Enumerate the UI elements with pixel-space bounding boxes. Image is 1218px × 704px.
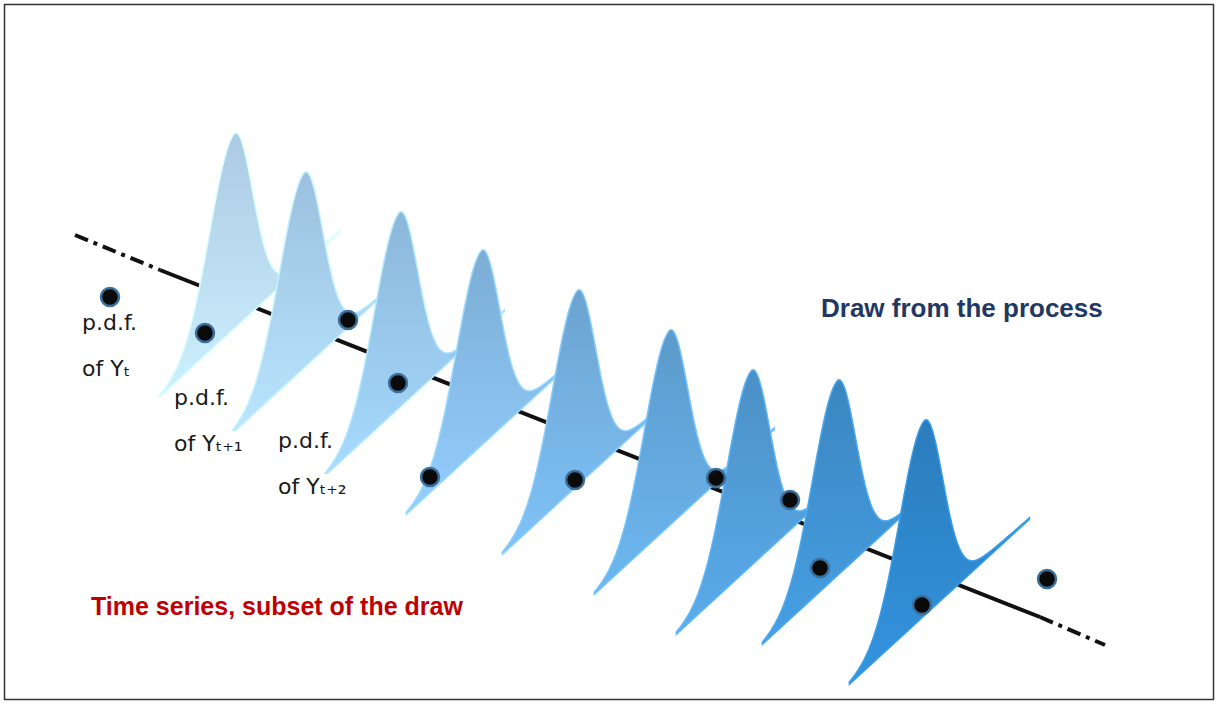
pdf-label: p.d.f. of Yₜ₊₁ [172,385,245,456]
draw-point [1038,570,1056,588]
series-label: Time series, subset of the draw [88,592,466,620]
pdf-label: p.d.f. of Yₜ [80,310,139,381]
draw-point [339,311,357,329]
pdf-label: p.d.f. of Yₜ₊₂ [276,428,349,499]
draw-point [913,596,931,614]
pdf-curve [849,420,1029,684]
frame-border [5,5,1214,700]
pdf-label-box: p.d.f. of Yₜ₊₂ [276,418,356,510]
pdf-label-box: p.d.f. of Yₜ [80,300,160,392]
draw-point [389,374,407,392]
draw-point [707,469,725,487]
draw-point [566,471,584,489]
pdf-label-box: p.d.f. of Yₜ₊₁ [172,375,252,467]
draw-point [421,468,439,486]
draw-point [811,559,829,577]
axis-dashed-end [1040,617,1105,645]
axis-dashed-start [75,235,160,270]
process-label: Draw from the process [818,293,1106,323]
draw-point [101,288,119,306]
series-label-box: Time series, subset of the draw [88,592,466,621]
draw-point [196,324,214,342]
process-label-box: Draw from the process [818,293,1106,324]
draw-point [781,491,799,509]
draw-points [101,288,1056,614]
